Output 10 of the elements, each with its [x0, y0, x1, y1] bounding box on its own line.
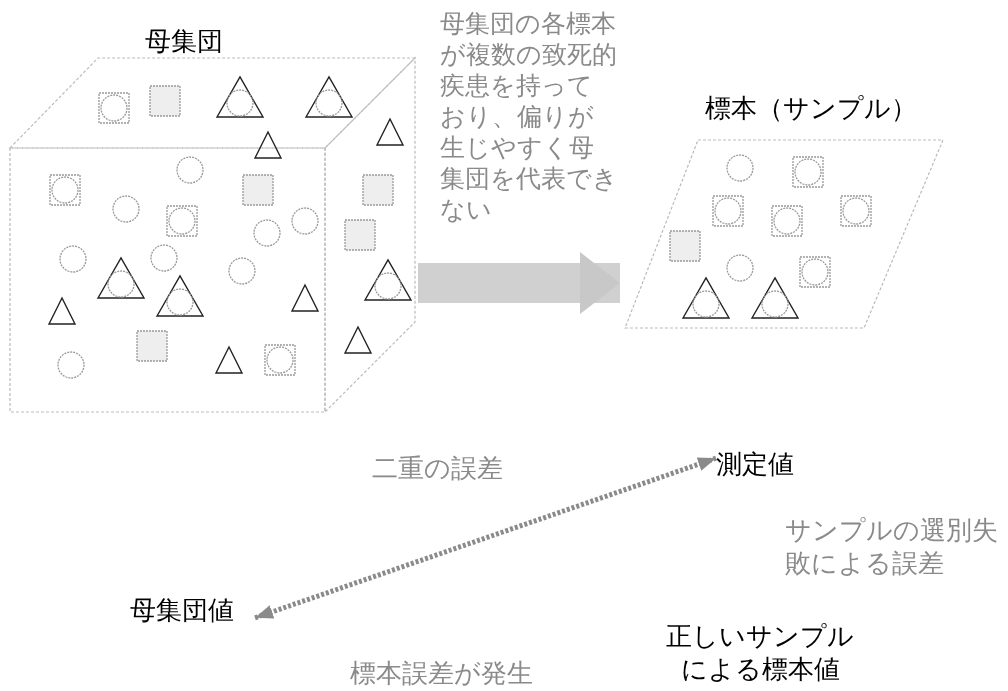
block-arrow — [418, 252, 620, 315]
edge-label: 母集団の各標本が複数の致死的疾患を持っており、偏りが生じやすく母集団を代表できない — [440, 8, 618, 225]
value-text: 測定値 — [716, 448, 812, 482]
note-text: 標本誤差が発生 — [350, 657, 534, 690]
dotted-arrow — [254, 455, 717, 621]
heading: 標本（サンプル） — [705, 92, 917, 125]
note-text: サンプルの選別失敗による誤差 — [785, 514, 999, 580]
heading: 母集団 — [145, 25, 223, 58]
value-text: 母集団値 — [130, 594, 255, 628]
note-text: 正しいサンプルによる標本値 — [665, 620, 855, 686]
